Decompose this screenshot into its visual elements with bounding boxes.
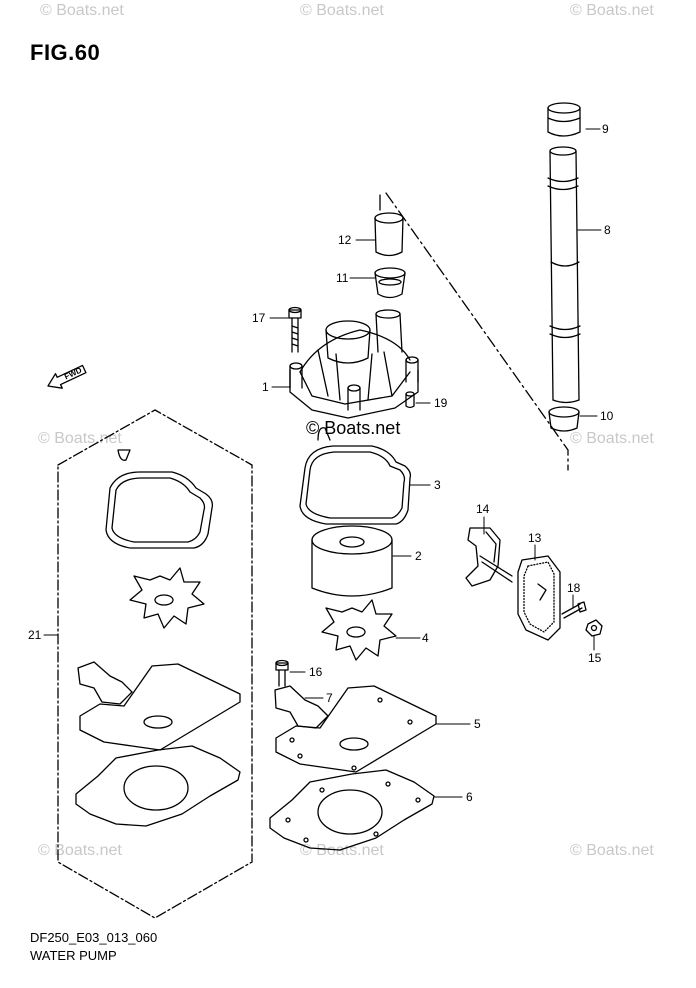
watermark: © Boats.net (38, 430, 122, 447)
callout-17: 17 (252, 311, 266, 325)
part-10-grommet (548, 406, 580, 432)
part-2-liner (311, 525, 393, 597)
callout-7: 7 (326, 691, 333, 705)
callout-18: 18 (567, 581, 581, 595)
watermark: © Boats.net (570, 430, 654, 447)
part-1-pump-case (289, 309, 419, 419)
part-4-impeller (321, 599, 397, 661)
part-3-seal-ring (299, 427, 412, 525)
part-9-cap (547, 102, 581, 137)
callout-12: 12 (338, 233, 352, 247)
part-17-bolt (288, 306, 302, 353)
part-6-gasket (269, 769, 435, 851)
callout-5: 5 (474, 717, 481, 731)
kit-21-outline (57, 409, 253, 919)
part-13-anode-plate (517, 555, 561, 641)
callout-14: 14 (476, 502, 490, 516)
callout-1: 1 (262, 380, 269, 394)
callout-8: 8 (604, 223, 611, 237)
callout-4: 4 (422, 631, 429, 645)
figure-title: FIG.60 (30, 40, 101, 65)
part-11-seal (374, 267, 406, 299)
part-18-screw (561, 601, 587, 619)
callout-3: 3 (434, 478, 441, 492)
watermark: © Boats.net (300, 2, 384, 19)
part-12-bushing (374, 212, 404, 257)
figure-code: DF250_E03_013_060 (30, 930, 158, 945)
figure-name: WATER PUMP (30, 948, 117, 963)
callout-21: 21 (28, 628, 42, 642)
callout-2: 2 (415, 549, 422, 563)
assembly-line (385, 192, 569, 471)
part-15-nut (585, 619, 603, 637)
callout-13: 13 (528, 531, 542, 545)
part-7-plate-gasket (274, 685, 329, 729)
watermark: © Boats.net (570, 842, 654, 859)
part-14-bracket (465, 527, 513, 587)
watermark: © Boats.net (38, 842, 122, 859)
callout-6: 6 (466, 790, 473, 804)
callout-16: 16 (309, 665, 323, 679)
fwd-arrow-icon (47, 364, 87, 389)
part-19-pin (405, 391, 415, 409)
center-watermark: © Boats.net (306, 418, 401, 438)
leader-lines (43, 128, 602, 798)
part-8-water-tube (547, 146, 581, 404)
callout-11: 11 (336, 271, 349, 285)
kit-21-contents (75, 449, 241, 827)
callout-19: 19 (434, 396, 448, 410)
watermark: © Boats.net (570, 2, 654, 19)
part-5-wear-plate (275, 685, 437, 773)
callout-9: 9 (602, 122, 609, 136)
callout-10: 10 (600, 409, 614, 423)
watermark: © Boats.net (40, 2, 124, 19)
part-16-bolt (275, 659, 289, 687)
callout-15: 15 (588, 651, 602, 665)
watermark: © Boats.net (300, 842, 384, 859)
